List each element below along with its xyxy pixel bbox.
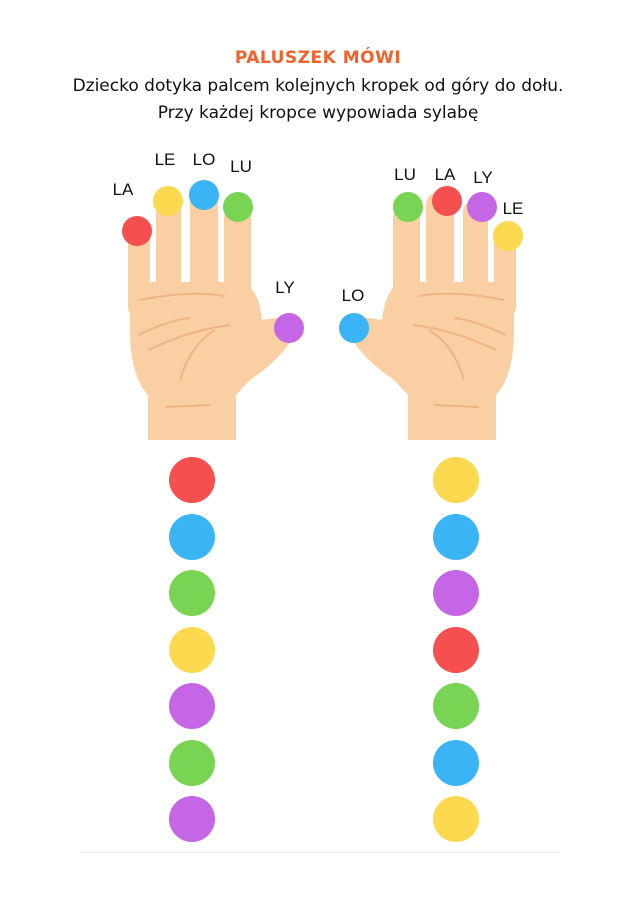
- right-finger-label: LA: [434, 165, 456, 184]
- left-column-dot[interactable]: [169, 626, 215, 673]
- right-finger-label: LE: [502, 199, 524, 218]
- right-finger-label: LO: [341, 286, 365, 305]
- left-finger-label: LE: [154, 150, 176, 169]
- hands-illustration: [127, 191, 517, 441]
- instruction-line-1: Dziecko dotyka palcem kolejnych kropek o…: [72, 76, 564, 96]
- right-column-dot[interactable]: [433, 796, 479, 842]
- left-column-dot[interactable]: [169, 457, 215, 503]
- left-finger-dot[interactable]: [122, 216, 152, 246]
- left-finger-dot[interactable]: [153, 186, 183, 216]
- instruction-line-2: Przy każdej kropce wypowiada sylabę: [157, 103, 479, 123]
- page-title: PALUSZEK MÓWI: [234, 48, 402, 68]
- right-hand: [347, 191, 517, 441]
- right-column-dot[interactable]: [433, 739, 479, 786]
- left-column-dot[interactable]: [169, 513, 215, 560]
- right-column-dot[interactable]: [433, 513, 479, 560]
- left-finger-dot[interactable]: [274, 313, 304, 343]
- right-finger-dot[interactable]: [393, 192, 423, 222]
- right-finger-dot[interactable]: [493, 221, 523, 251]
- left-finger-label: LU: [230, 157, 252, 176]
- right-finger-dot[interactable]: [467, 192, 497, 222]
- left-column-dot[interactable]: [169, 683, 215, 729]
- left-finger-label: LA: [112, 180, 134, 199]
- left-finger-dot[interactable]: [189, 180, 219, 210]
- right-finger-dot[interactable]: [339, 313, 369, 343]
- left-column-dot[interactable]: [169, 796, 215, 842]
- right-column-dot[interactable]: [433, 626, 479, 673]
- right-column-dot[interactable]: [433, 457, 479, 503]
- right-column-dot[interactable]: [433, 683, 479, 729]
- left-hand: [127, 191, 297, 441]
- divider: [80, 852, 560, 853]
- right-column-dot[interactable]: [433, 570, 479, 616]
- left-column-dot[interactable]: [169, 570, 215, 616]
- right-finger-label: LY: [473, 168, 493, 187]
- left-finger-dot[interactable]: [223, 192, 253, 222]
- left-finger-label: LY: [275, 278, 295, 297]
- right-finger-dot[interactable]: [432, 186, 462, 216]
- left-finger-label: LO: [192, 150, 216, 169]
- left-column-dot[interactable]: [169, 739, 215, 786]
- right-finger-label: LU: [394, 165, 416, 184]
